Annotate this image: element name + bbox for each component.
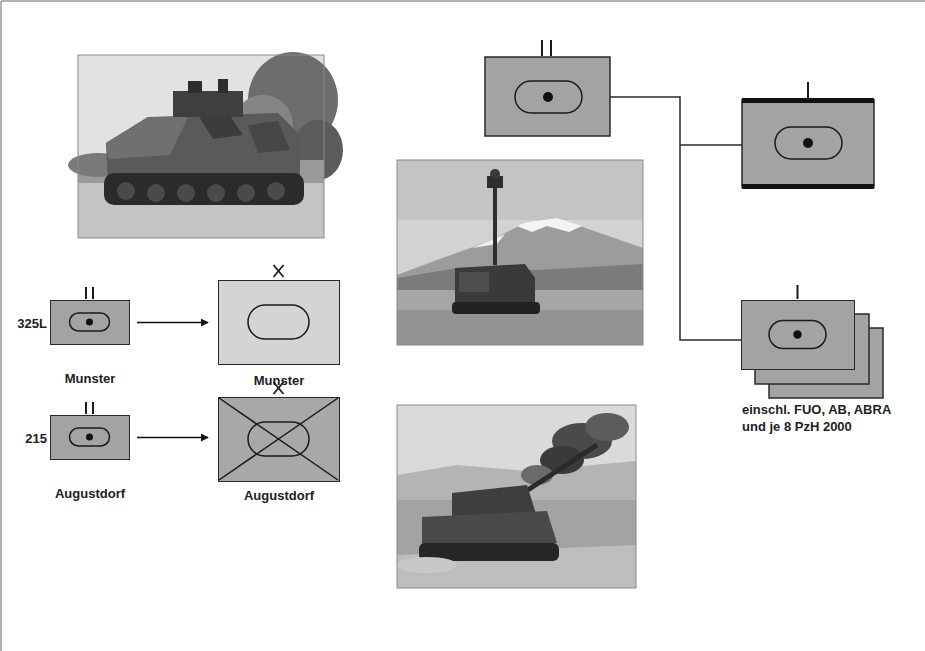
vehicle-photo bbox=[68, 52, 343, 238]
unit-number: 215 bbox=[25, 430, 47, 447]
org-line bbox=[610, 97, 741, 340]
org-line bbox=[680, 144, 742, 146]
unit-symbol bbox=[51, 416, 129, 459]
battery-symbol: einschl. FUO, AB, ABRA und je 8 PzH 2000 bbox=[741, 300, 855, 370]
note-text: einschl. FUO, AB, ABRA und je 8 PzH 2000 bbox=[742, 401, 910, 435]
arrow-connector bbox=[137, 322, 208, 324]
howitzer-photo bbox=[397, 405, 636, 588]
battalion-symbol: 215Augustdorf bbox=[50, 415, 130, 460]
unit-symbol bbox=[219, 398, 339, 481]
unit-symbol bbox=[51, 301, 129, 344]
frame-line bbox=[1, 0, 925, 2]
garrison-name: Munster bbox=[65, 370, 116, 387]
unit-symbol bbox=[742, 301, 854, 369]
brigade-symbol: Munster bbox=[218, 280, 340, 365]
unit-symbol bbox=[219, 281, 339, 364]
hq-battery-symbol bbox=[742, 82, 874, 189]
arrow-connector bbox=[137, 437, 208, 439]
radar-vehicle-photo bbox=[397, 160, 643, 345]
battalion-symbol bbox=[485, 40, 610, 136]
unit-number: 325L bbox=[17, 315, 47, 332]
garrison-name: Augustdorf bbox=[244, 487, 314, 504]
frame-line bbox=[0, 1, 2, 651]
battalion-symbol: 325LMunster bbox=[50, 300, 130, 345]
brigade-symbol: Augustdorf bbox=[218, 397, 340, 482]
garrison-name: Augustdorf bbox=[55, 485, 125, 502]
